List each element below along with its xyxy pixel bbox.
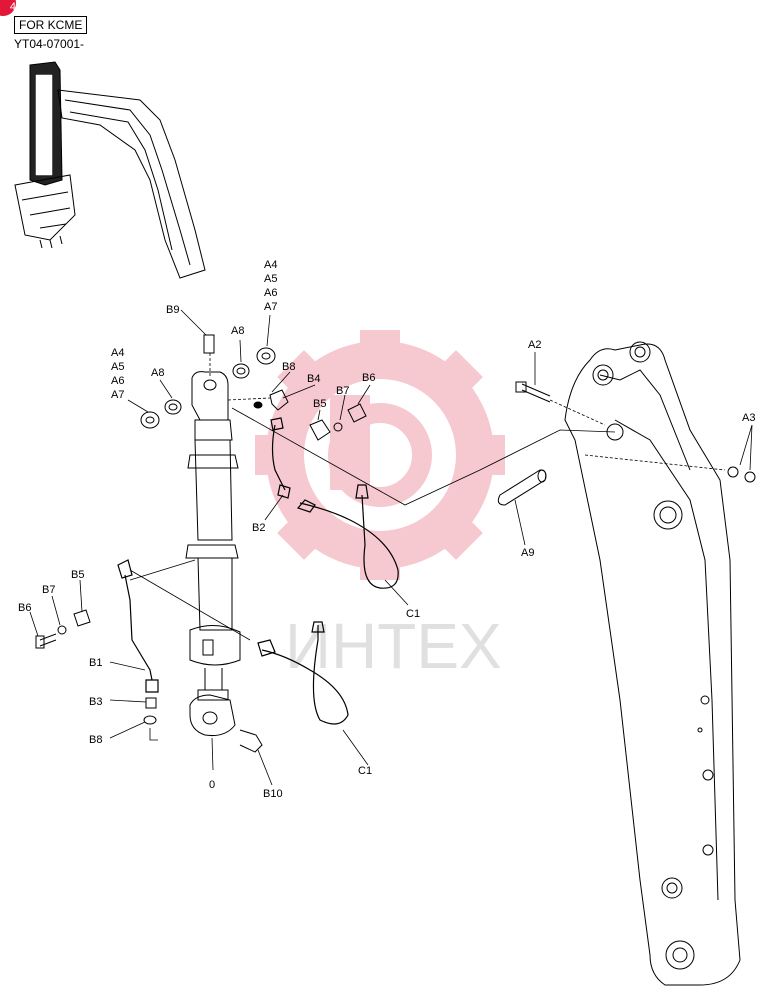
label-b7-left: B7 [42, 584, 55, 596]
label-a4-left: A4 [111, 347, 124, 359]
label-b9: B9 [166, 304, 179, 316]
label-b10: B10 [263, 788, 283, 800]
label-b6-left: B6 [18, 602, 31, 614]
label-c1-bottom: C1 [358, 765, 372, 777]
label-b3: B3 [89, 696, 102, 708]
label-b5-top: B5 [313, 398, 326, 410]
model-label: FOR KCME [14, 16, 88, 34]
label-a8-left: A8 [151, 367, 164, 379]
watermark-gear-icon [255, 330, 505, 580]
label-b7-top: B7 [336, 385, 349, 397]
label-zero: 0 [209, 779, 215, 791]
label-a6-top: A6 [264, 287, 277, 299]
label-b8-left: B8 [89, 734, 102, 746]
boom-arm [564, 341, 741, 986]
label-b2: B2 [252, 522, 265, 534]
label-a9: A9 [521, 547, 534, 559]
label-a7-top: A7 [264, 301, 277, 313]
label-a5-top: A5 [264, 273, 277, 285]
part-labels: A4 A5 A6 A7 A4 A5 A6 A7 A8 A8 B9 B8 B4 B… [18, 259, 755, 800]
hardware-parts [35, 334, 756, 725]
label-b1: B1 [89, 657, 102, 669]
hydraulic-cylinder [185, 371, 263, 753]
label-b6-top: B6 [362, 372, 375, 384]
label-a4-top: A4 [264, 259, 277, 271]
label-a3: A3 [742, 412, 755, 424]
label-b8-top: B8 [282, 361, 295, 373]
label-a8-top: A8 [231, 325, 244, 337]
page-badge: 4 [0, 0, 16, 16]
leader-lines [29, 309, 753, 786]
hydraulic-hoses [117, 417, 399, 725]
label-a5-left: A5 [111, 361, 124, 373]
label-b5-left: B5 [71, 569, 84, 581]
label-c1-top: C1 [406, 608, 420, 620]
label-b4: B4 [307, 373, 320, 385]
label-a2: A2 [528, 339, 541, 351]
label-a7-left: A7 [111, 389, 124, 401]
serial-range: YT04-07001- [14, 37, 85, 51]
excavator-overview-sketch [14, 61, 206, 279]
label-a6-left: A6 [111, 375, 124, 387]
